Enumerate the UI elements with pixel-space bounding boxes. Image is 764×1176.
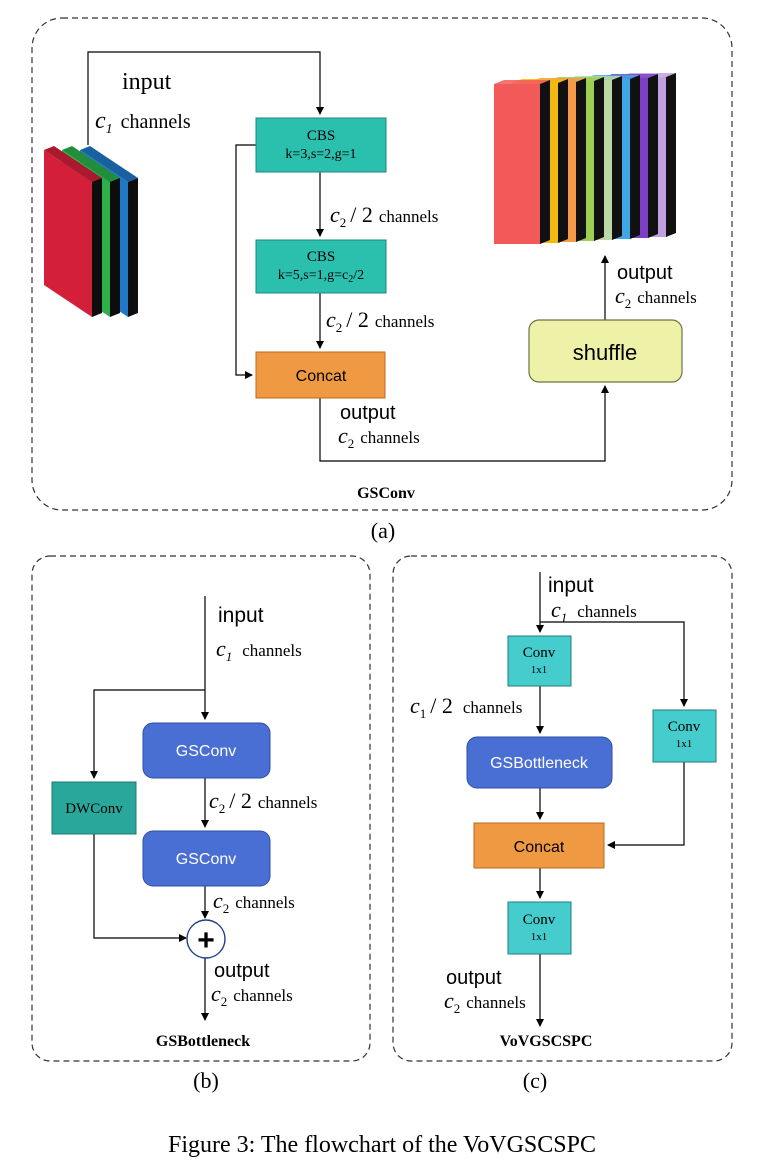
c-gsbottleneck-block: GSBottleneck — [466, 736, 613, 789]
svg-text:1x1: 1x1 — [531, 664, 548, 676]
output-feature-slab — [494, 80, 550, 244]
svg-text:DWConv: DWConv — [65, 801, 123, 817]
svg-text:1x1: 1x1 — [676, 738, 693, 750]
svg-text:Concat: Concat — [296, 368, 347, 385]
panel-b-frame — [31, 555, 371, 1062]
c-input-label: input — [548, 574, 594, 597]
svg-text:shuffle: shuffle — [573, 340, 637, 365]
panel-a-caption: (a) — [371, 518, 395, 543]
panel-c-title: VoVGSCSPC — [500, 1033, 593, 1050]
c-concat-block: Concat — [473, 822, 605, 869]
b-branch-to-dwconv — [90, 689, 205, 779]
svg-text:GSConv: GSConv — [176, 743, 236, 760]
c-conv-block-side: Conv 1x1 — [652, 709, 717, 763]
b-output-label: output — [214, 960, 270, 982]
concat-block: Concat — [255, 351, 386, 399]
b-gsconv-block-2: GSConv — [142, 830, 271, 887]
svg-text:Conv: Conv — [668, 719, 701, 735]
panel-c-frame — [392, 555, 733, 1062]
svg-text:GSBottleneck: GSBottleneck — [490, 755, 589, 772]
panel-b-title: GSBottleneck — [156, 1033, 250, 1050]
b-add-node: + — [186, 919, 226, 959]
panel-a-title: GSConv — [357, 485, 415, 502]
svg-text:Conv: Conv — [523, 912, 556, 928]
svg-text:Concat: Concat — [514, 839, 565, 856]
skip-to-concat-line — [235, 144, 256, 379]
concat-to-shuffle-line — [319, 385, 609, 462]
panel-b-caption: (b) — [193, 1068, 219, 1093]
input-feature-stack — [44, 146, 138, 317]
b-dwconv-to-add — [93, 834, 187, 942]
shuffle-output-label: output — [617, 262, 673, 284]
figure-caption: Figure 3: The flowchart of the VoVGSCSPC — [168, 1132, 596, 1158]
svg-text:GSConv: GSConv — [176, 851, 236, 868]
cbs-block-1: CBS k=3,s=2,g=1 — [255, 117, 387, 173]
panel-a-frame — [31, 17, 733, 511]
c-side-to-concat — [607, 762, 685, 849]
cbs-block-2: CBS k=5,s=1,g=c2/2 — [255, 239, 387, 294]
plus-icon: + — [197, 924, 215, 957]
b-dwconv-block: DWConv — [51, 781, 137, 835]
svg-text:1x1: 1x1 — [531, 931, 548, 943]
svg-text:k=3,s=2,g=1: k=3,s=2,g=1 — [285, 147, 356, 162]
output-feature-stack — [494, 73, 676, 244]
panel-c-caption: (c) — [523, 1068, 547, 1093]
svg-text:Conv: Conv — [523, 645, 556, 661]
concat-output-label: output — [340, 402, 396, 424]
input-label: input — [122, 69, 172, 95]
c-conv-block-3: Conv 1x1 — [507, 901, 572, 955]
c-output-label: output — [446, 967, 502, 989]
svg-text:CBS: CBS — [307, 249, 335, 265]
b-gsconv-block-1: GSConv — [142, 722, 271, 779]
input-to-cbs1-line — [87, 51, 324, 145]
shuffle-block: shuffle — [528, 319, 683, 383]
svg-text:CBS: CBS — [307, 128, 335, 144]
c-conv-block-1: Conv 1x1 — [507, 635, 572, 687]
input-feature-slab — [44, 146, 102, 317]
c-branch-to-side-conv — [540, 621, 688, 707]
svg-text:k=5,s=1,g=c2/2: k=5,s=1,g=c2/2 — [278, 268, 364, 285]
b-input-label: input — [218, 604, 264, 627]
